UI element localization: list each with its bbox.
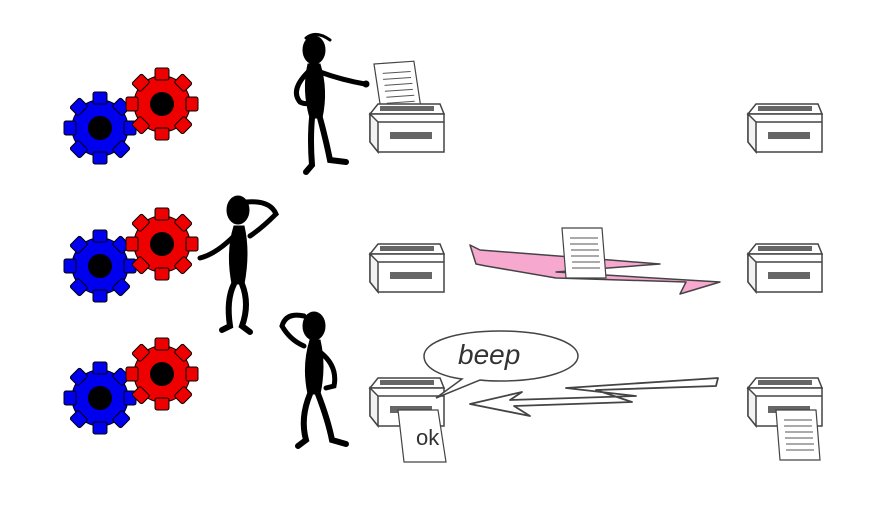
speech-bubble: beep <box>423 330 579 399</box>
gear-icon <box>63 91 137 165</box>
printer-icon <box>369 243 445 293</box>
gear-icon <box>63 361 137 435</box>
printer-icon <box>369 103 445 153</box>
bubble-label: beep <box>458 339 520 370</box>
gear-icon <box>125 67 199 141</box>
gear-icon <box>125 337 199 411</box>
person-icon <box>197 195 279 335</box>
paper-icon <box>561 227 607 279</box>
printer-icon <box>747 243 823 293</box>
gear-icon <box>125 207 199 281</box>
printer-icon <box>747 103 823 153</box>
gear-icon <box>63 229 137 303</box>
paper-icon <box>775 409 821 461</box>
paper-icon: ok <box>397 409 447 463</box>
person-icon <box>279 311 349 449</box>
arrow-icon <box>469 377 719 417</box>
person-icon <box>293 33 370 175</box>
reply-label: ok <box>416 425 440 450</box>
